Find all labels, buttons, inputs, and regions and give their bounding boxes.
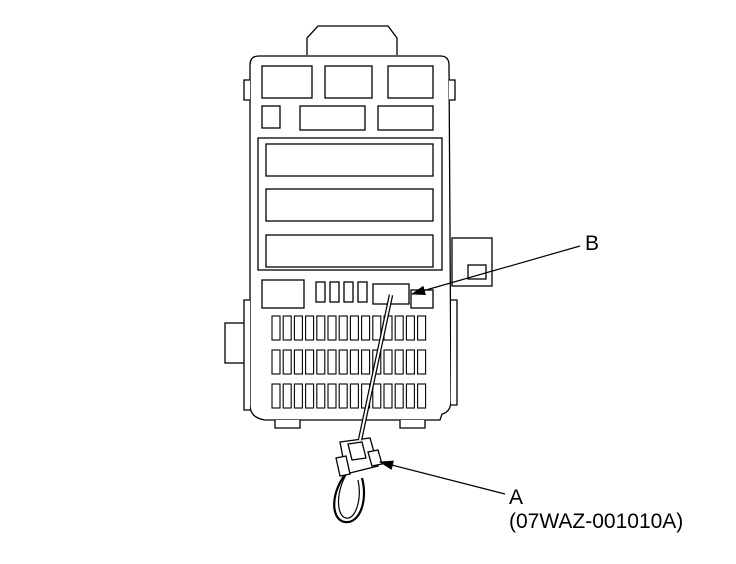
fuse-slot: [349, 315, 359, 341]
fuse-slot: [338, 315, 348, 341]
fuse-slot: [349, 349, 359, 375]
fuse-slot: [361, 315, 371, 341]
fuse-slot: [372, 383, 382, 409]
callout-line-a: [378, 460, 506, 495]
fuse-slot: [338, 383, 348, 409]
fuse-slot: [394, 315, 404, 341]
fuse-slot: [316, 349, 326, 375]
fuse-slot: [305, 349, 315, 375]
fuse-slot: [305, 383, 315, 409]
fuse-slot: [417, 349, 427, 375]
fuse-slot: [405, 349, 415, 375]
fuse-slot: [293, 315, 303, 341]
fuse-slot: [383, 383, 393, 409]
fuse-slot: [394, 383, 404, 409]
fuse-slot: [316, 315, 326, 341]
callout-label-b: B: [585, 232, 600, 255]
fuse-slot: [405, 315, 415, 341]
fuse-slot: [338, 349, 348, 375]
fuse-slot: [372, 315, 382, 341]
part-number-label: (07WAZ-001010A): [509, 510, 684, 533]
fuse-slot: [282, 315, 292, 341]
fuse-slot: [349, 383, 359, 409]
fuse-slot: [305, 315, 315, 341]
fuse-slot: [293, 383, 303, 409]
fuse-slot: [327, 383, 337, 409]
fuse-slot: [282, 349, 292, 375]
fuse-slot: [417, 315, 427, 341]
fuse-slot: [327, 315, 337, 341]
fuse-slot: [271, 383, 281, 409]
fuse-slot: [327, 349, 337, 375]
callout-label-a: A: [509, 486, 524, 509]
fuse-slot: [361, 349, 371, 375]
fuse-slot: [293, 349, 303, 375]
fuse-slot: [271, 315, 281, 341]
fuse-slot: [405, 383, 415, 409]
fuse-slot: [394, 349, 404, 375]
fuse-slot-grid: [271, 315, 427, 409]
fuse-slot: [316, 383, 326, 409]
fuse-slot: [383, 349, 393, 375]
fuse-slot: [271, 349, 281, 375]
callout-line-b: [410, 245, 581, 295]
fuse-slot: [282, 383, 292, 409]
test-harness-connector-icon: [333, 294, 394, 524]
fuse-slot: [417, 383, 427, 409]
